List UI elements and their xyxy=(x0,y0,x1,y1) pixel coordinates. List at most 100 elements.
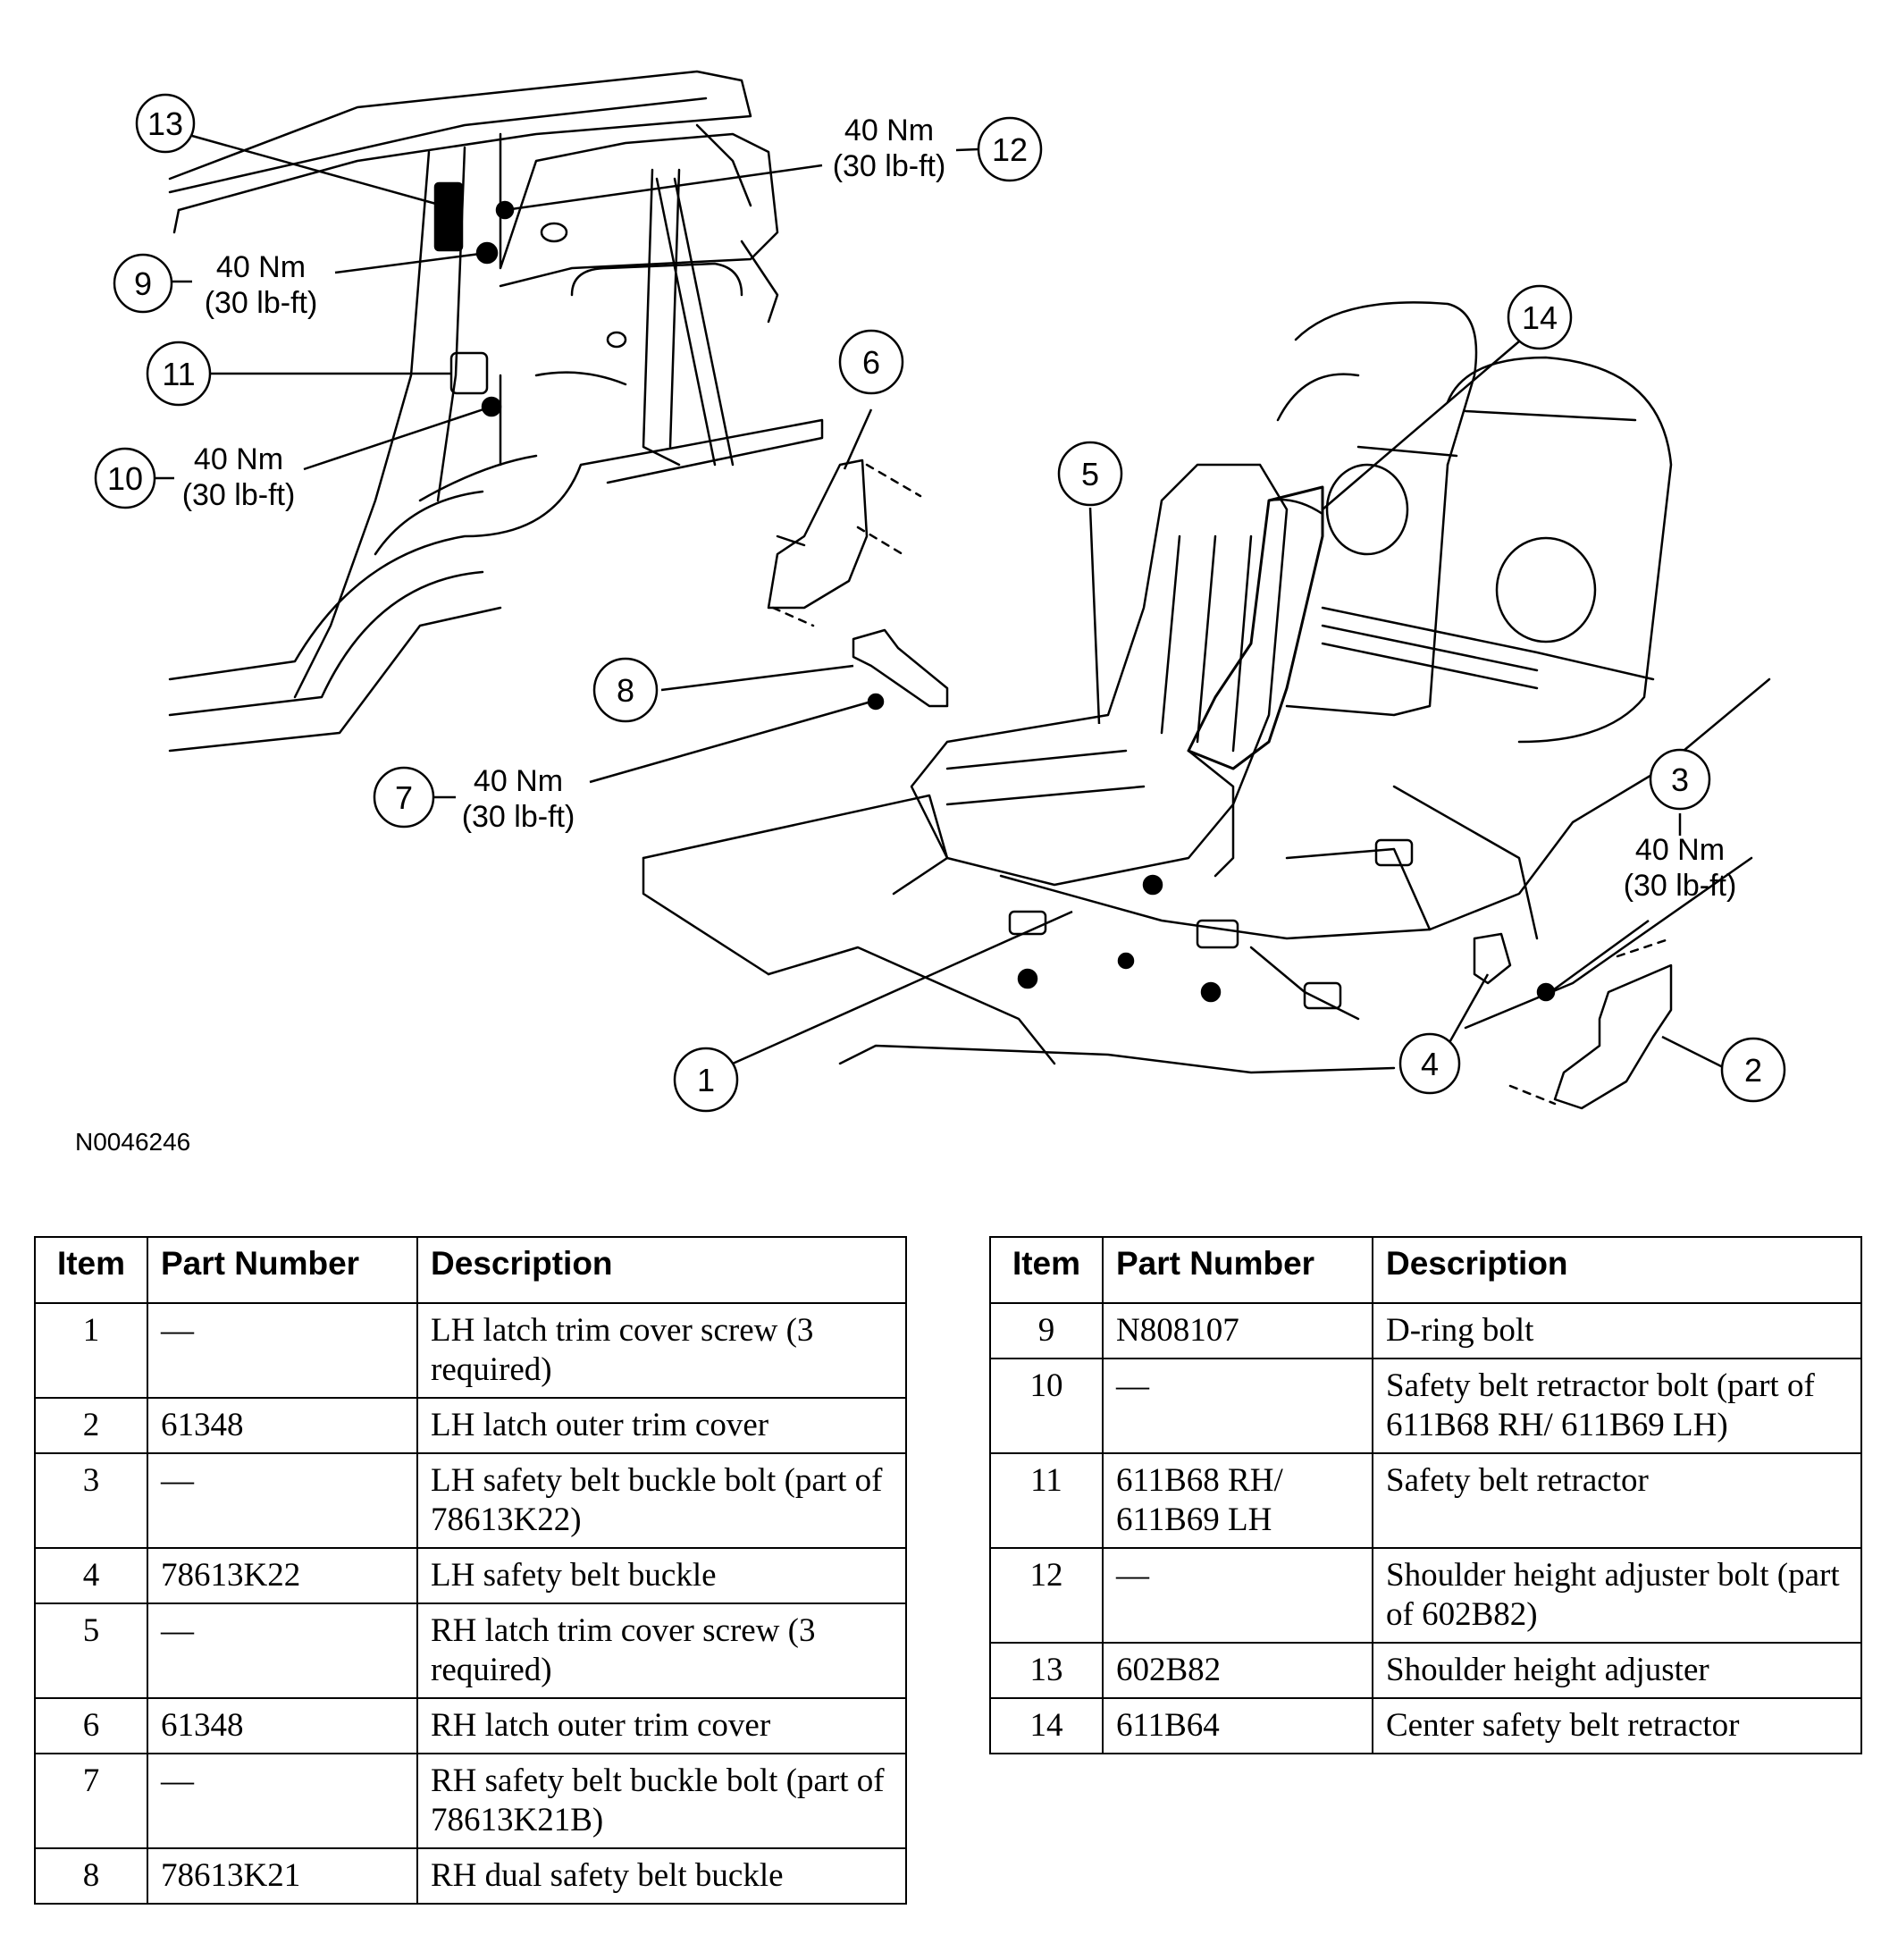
callout-label: 3 xyxy=(1671,761,1689,798)
table-header-row: Item Part Number Description xyxy=(34,1236,907,1304)
cell-item: 12 xyxy=(989,1547,1104,1644)
cell-part-number: 78613K22 xyxy=(147,1547,418,1604)
callout-12: 12 xyxy=(977,116,1043,182)
callout-label: 13 xyxy=(147,105,183,142)
cell-part-number: 611B68 RH/ 611B69 LH xyxy=(1102,1452,1373,1549)
header-description: Description xyxy=(416,1236,907,1304)
callout-10: 10 xyxy=(94,447,156,509)
cell-description: Safety belt retractor bolt (part of 611B… xyxy=(1372,1358,1862,1454)
cell-item: 11 xyxy=(989,1452,1104,1549)
cell-description: RH latch trim cover screw (3 required) xyxy=(416,1602,907,1699)
cell-description: RH dual safety belt buckle xyxy=(416,1847,907,1905)
cell-part-number: — xyxy=(1102,1358,1373,1454)
callout-label: 1 xyxy=(697,1062,715,1098)
table-row: 1—LH latch trim cover screw (3 required) xyxy=(34,1302,907,1399)
callout-5: 5 xyxy=(1057,441,1123,507)
cell-part-number: — xyxy=(147,1753,418,1849)
callout-label: 6 xyxy=(862,344,880,381)
header-part-number: Part Number xyxy=(1102,1236,1373,1304)
cell-item: 7 xyxy=(34,1753,148,1849)
callout-4: 4 xyxy=(1398,1032,1461,1095)
cell-part-number: 61348 xyxy=(147,1697,418,1754)
cell-part-number: — xyxy=(147,1602,418,1699)
cell-part-number: N808107 xyxy=(1102,1302,1373,1359)
cell-part-number: — xyxy=(147,1452,418,1549)
cell-item: 2 xyxy=(34,1397,148,1454)
cell-description: Safety belt retractor xyxy=(1372,1452,1862,1549)
cell-description: Center safety belt retractor xyxy=(1372,1697,1862,1754)
torque-nm: 40 Nm xyxy=(216,250,306,284)
callout-14: 14 xyxy=(1507,284,1573,350)
callout-label: 14 xyxy=(1522,299,1558,336)
callout-label: 12 xyxy=(992,131,1028,168)
torque-lbft: (30 lb-ft) xyxy=(1624,869,1737,903)
cell-description: Shoulder height adjuster bolt (part of 6… xyxy=(1372,1547,1862,1644)
callout-9: 9 xyxy=(113,253,173,314)
torque-nm: 40 Nm xyxy=(1635,833,1725,867)
exploded-diagram: 13 12 9 11 10 6 8 7 5 14 3 4 xyxy=(94,70,1786,1113)
figure-id: N0046246 xyxy=(75,1128,191,1156)
torque-spec-7: 40 Nm (30 lb-ft) xyxy=(462,764,575,834)
callout-label: 8 xyxy=(617,672,634,709)
table-row: 5—RH latch trim cover screw (3 required) xyxy=(34,1602,907,1699)
cell-item: 3 xyxy=(34,1452,148,1549)
cell-description: D-ring bolt xyxy=(1372,1302,1862,1359)
callout-label: 11 xyxy=(162,356,195,392)
torque-spec-10: 40 Nm (30 lb-ft) xyxy=(182,442,296,512)
torque-spec-9: 40 Nm (30 lb-ft) xyxy=(205,250,318,320)
header-part-number: Part Number xyxy=(147,1236,418,1304)
vehicle-body-illustration xyxy=(168,70,1771,1110)
callout-label: 9 xyxy=(134,265,152,302)
callout-11: 11 xyxy=(146,341,212,407)
callout-1: 1 xyxy=(673,1047,739,1113)
cell-part-number: 78613K21 xyxy=(147,1847,418,1905)
callout-8: 8 xyxy=(592,657,659,723)
torque-lbft: (30 lb-ft) xyxy=(182,478,296,512)
torque-lbft: (30 lb-ft) xyxy=(462,800,575,834)
torque-spec-12: 40 Nm (30 lb-ft) xyxy=(833,114,946,183)
callout-label: 2 xyxy=(1744,1052,1762,1089)
table-header-row: Item Part Number Description xyxy=(989,1236,1862,1304)
cell-item: 6 xyxy=(34,1697,148,1754)
callout-label: 7 xyxy=(395,779,413,816)
torque-spec-3: 40 Nm (30 lb-ft) xyxy=(1624,833,1737,903)
torque-nm: 40 Nm xyxy=(844,114,934,147)
torque-lbft: (30 lb-ft) xyxy=(205,286,318,320)
torque-nm: 40 Nm xyxy=(194,442,283,476)
callout-7: 7 xyxy=(373,766,435,829)
cell-part-number: — xyxy=(147,1302,418,1399)
callout-label: 5 xyxy=(1081,456,1099,492)
leader-lines xyxy=(152,134,1726,1070)
table-row: 12—Shoulder height adjuster bolt (part o… xyxy=(989,1547,1862,1644)
cell-part-number: 61348 xyxy=(147,1397,418,1454)
cell-description: LH latch trim cover screw (3 required) xyxy=(416,1302,907,1399)
cell-item: 8 xyxy=(34,1847,148,1905)
cell-description: RH safety belt buckle bolt (part of 7861… xyxy=(416,1753,907,1849)
callout-6: 6 xyxy=(838,329,904,395)
cell-description: RH latch outer trim cover xyxy=(416,1697,907,1754)
callout-label: 10 xyxy=(107,460,143,497)
cell-part-number: — xyxy=(1102,1547,1373,1644)
parts-table-left: Item Part Number Description 1—LH latch … xyxy=(34,1236,907,1905)
cell-description: LH safety belt buckle bolt (part of 7861… xyxy=(416,1452,907,1549)
header-item: Item xyxy=(989,1236,1104,1304)
callout-13: 13 xyxy=(135,93,196,154)
cell-item: 13 xyxy=(989,1642,1104,1699)
torque-lbft: (30 lb-ft) xyxy=(833,149,946,183)
header-item: Item xyxy=(34,1236,148,1304)
cell-item: 4 xyxy=(34,1547,148,1604)
cell-item: 1 xyxy=(34,1302,148,1399)
callout-label: 4 xyxy=(1421,1046,1439,1082)
cell-part-number: 602B82 xyxy=(1102,1642,1373,1699)
cell-item: 14 xyxy=(989,1697,1104,1754)
cell-part-number: 611B64 xyxy=(1102,1697,1373,1754)
